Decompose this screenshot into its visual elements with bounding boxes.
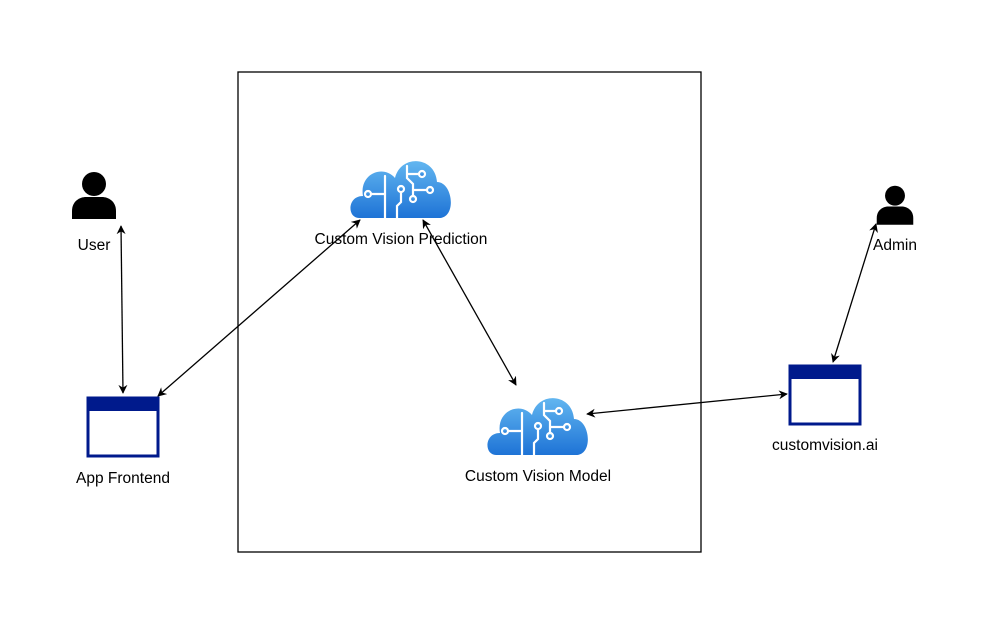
person-icon <box>876 185 914 225</box>
app-frontend-label: App Frontend <box>76 470 170 487</box>
user-node: User <box>72 172 116 254</box>
admin-label: Admin <box>873 237 917 254</box>
browser-window-icon <box>86 396 160 458</box>
cognitive-cloud-icon <box>486 397 589 457</box>
cognitive-cloud-icon <box>349 160 452 220</box>
model-node: Custom Vision Model <box>465 397 611 485</box>
customvision-ai-node: customvision.ai <box>772 364 878 454</box>
browser-window-icon <box>788 364 862 426</box>
edge-app-frontend-prediction <box>157 219 361 397</box>
user-label: User <box>78 237 111 254</box>
app-frontend-node: App Frontend <box>76 396 170 487</box>
customvision-ai-label: customvision.ai <box>772 437 878 454</box>
prediction-node: Custom Vision Prediction <box>315 160 488 248</box>
model-label: Custom Vision Model <box>465 468 611 485</box>
person-icon <box>72 172 116 219</box>
edge-user-app-frontend <box>116 225 128 394</box>
admin-node: Admin <box>873 185 917 254</box>
edge-model-customvision <box>586 390 788 418</box>
prediction-label: Custom Vision Prediction <box>315 231 488 248</box>
edge-prediction-model <box>422 219 517 386</box>
edge-customvision-admin <box>831 223 878 363</box>
